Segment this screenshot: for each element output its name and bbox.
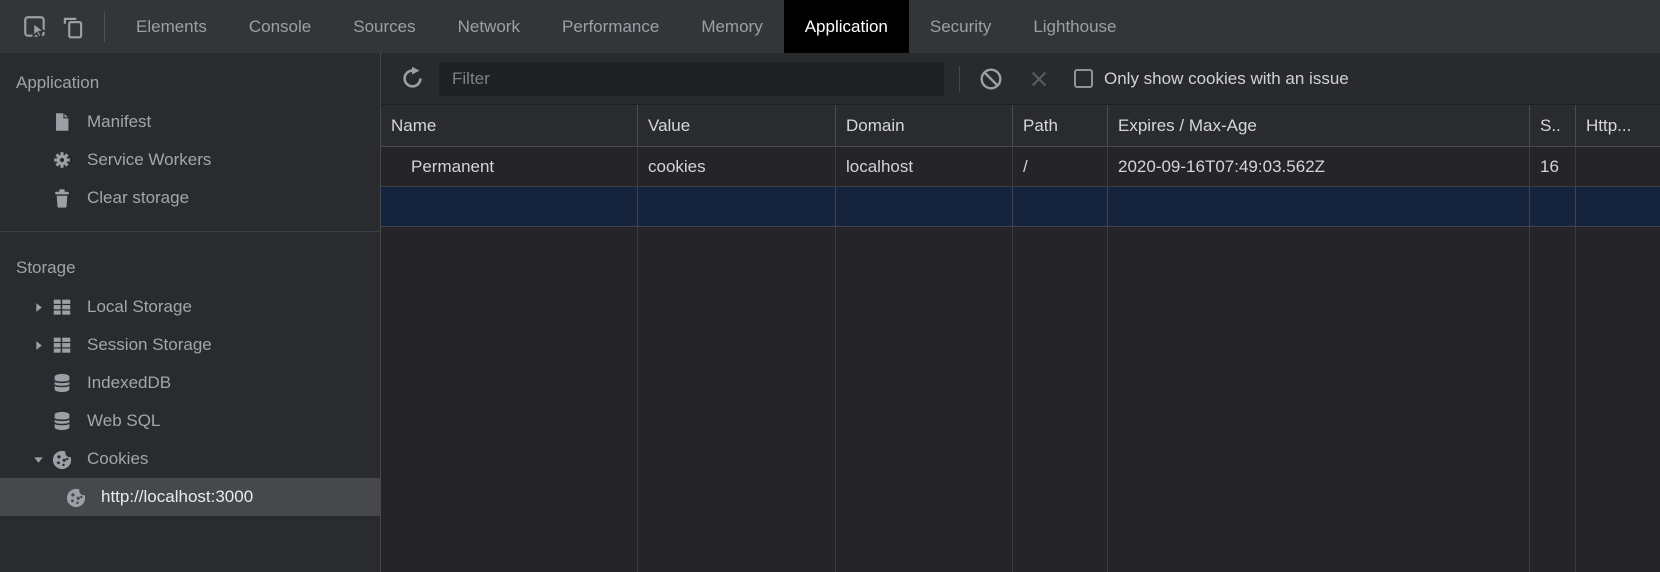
tab-performance[interactable]: Performance	[561, 16, 660, 36]
cookie-cell-expires[interactable]: 2020-09-16T07:49:03.562Z	[1108, 147, 1530, 187]
sidebar-item-label: Cookies	[87, 449, 149, 468]
trash-icon	[50, 186, 74, 210]
cookie-icon	[64, 485, 88, 509]
sidebar-item-service-workers[interactable]: Service Workers	[0, 141, 380, 179]
empty-table-area	[1013, 227, 1108, 572]
selected-row-cell[interactable]	[1576, 187, 1660, 227]
cookie-cell-httponly[interactable]	[1576, 147, 1660, 187]
selected-row-cell[interactable]	[381, 187, 638, 227]
arrow-spacer	[26, 148, 50, 172]
empty-table-area	[381, 227, 638, 572]
delete-selected-icon[interactable]	[1020, 60, 1058, 98]
tab-sources[interactable]: Sources	[353, 16, 416, 36]
sidebar-item-label: Service Workers	[87, 150, 212, 169]
sidebar-item-local-storage[interactable]: Local Storage	[0, 288, 380, 326]
arrow-spacer	[26, 110, 50, 134]
cookie-cell-domain[interactable]: localhost	[836, 147, 1013, 187]
device-toolbar-icon[interactable]	[54, 8, 92, 46]
sidebar-item-session-storage[interactable]: Session Storage	[0, 326, 380, 364]
column-header-domain[interactable]: Domain	[836, 105, 1013, 147]
column-header-expires[interactable]: Expires / Max-Age	[1108, 105, 1530, 147]
arrow-spacer	[26, 186, 50, 210]
empty-table-area	[638, 227, 836, 572]
sidebar-item-web-sql[interactable]: Web SQL	[0, 402, 380, 440]
application-sidebar: Application Manifest	[0, 53, 381, 572]
sidebar-item-manifest[interactable]: Manifest	[0, 103, 380, 141]
chevron-right-icon[interactable]	[26, 295, 50, 319]
only-issue-checkbox-label: Only show cookies with an issue	[1104, 68, 1349, 88]
document-icon	[50, 110, 74, 134]
cookie-cell-path[interactable]: /	[1013, 147, 1108, 187]
arrow-spacer	[26, 409, 50, 433]
database-icon	[50, 409, 74, 433]
column-header-size[interactable]: S..	[1530, 105, 1576, 147]
sidebar-item-indexeddb[interactable]: IndexedDB	[0, 364, 380, 402]
cookie-icon	[50, 447, 74, 471]
sidebar-item-label: Manifest	[87, 112, 152, 131]
section-title-storage: Storage	[16, 258, 76, 277]
sidebar-item-label: Local Storage	[87, 297, 192, 316]
cookie-cell-value[interactable]: cookies	[638, 147, 836, 187]
selected-row-cell[interactable]	[1108, 187, 1530, 227]
empty-table-area	[1530, 227, 1576, 572]
empty-table-area	[1108, 227, 1530, 572]
sidebar-item-cookies-localhost-3000[interactable]: http://localhost:3000	[0, 478, 380, 516]
selected-row-cell[interactable]	[1013, 187, 1108, 227]
cookies-table: Name Value Domain Path Expires / Max-Age…	[381, 105, 1660, 572]
chevron-down-icon[interactable]	[26, 447, 50, 471]
sidebar-item-clear-storage[interactable]: Clear storage	[0, 179, 380, 217]
column-header-name[interactable]: Name	[381, 105, 638, 147]
selected-row-cell[interactable]	[638, 187, 836, 227]
chevron-right-icon[interactable]	[26, 333, 50, 357]
cookie-cell-size[interactable]: 16	[1530, 147, 1576, 187]
sidebar-item-label: Web SQL	[87, 411, 161, 430]
column-header-path[interactable]: Path	[1013, 105, 1108, 147]
tab-elements[interactable]: Elements	[136, 16, 207, 36]
toolbar-separator	[959, 65, 960, 92]
tab-security[interactable]: Security	[929, 16, 992, 36]
tab-memory[interactable]: Memory	[701, 16, 763, 36]
sidebar-divider	[0, 231, 380, 232]
only-issue-checkbox[interactable]	[1074, 69, 1093, 88]
cookies-pane: Only show cookies with an issue Name Val…	[381, 53, 1660, 572]
arrow-spacer	[26, 371, 50, 395]
devtools-tabs: Elements Console Sources Network Perform…	[115, 0, 1138, 53]
sidebar-item-cookies[interactable]: Cookies	[0, 440, 380, 478]
refresh-icon[interactable]	[393, 60, 431, 98]
tab-application[interactable]: Application	[783, 0, 909, 53]
tab-console[interactable]: Console	[248, 16, 312, 36]
sidebar-item-label: IndexedDB	[87, 373, 172, 392]
section-title-application: Application	[16, 73, 100, 92]
gear-icon	[50, 148, 74, 172]
column-header-value[interactable]: Value	[638, 105, 836, 147]
sidebar-item-label: http://localhost:3000	[101, 487, 254, 506]
tab-network[interactable]: Network	[457, 16, 520, 36]
empty-table-area	[1576, 227, 1660, 572]
selected-row-cell[interactable]	[836, 187, 1013, 227]
table-icon	[50, 295, 74, 319]
database-icon	[50, 371, 74, 395]
clear-all-cookies-icon[interactable]	[972, 60, 1010, 98]
inspect-element-icon[interactable]	[16, 8, 54, 46]
sidebar-item-label: Session Storage	[87, 335, 212, 354]
column-header-httponly[interactable]: Http...	[1576, 105, 1660, 147]
tabbar-icons	[0, 0, 115, 53]
table-icon	[50, 333, 74, 357]
tab-lighthouse[interactable]: Lighthouse	[1033, 16, 1117, 36]
cookies-toolbar: Only show cookies with an issue	[381, 53, 1660, 105]
selected-row-cell[interactable]	[1530, 187, 1576, 227]
devtools-tabbar: Elements Console Sources Network Perform…	[0, 0, 1660, 53]
filter-input[interactable]	[439, 61, 944, 96]
tabbar-separator	[104, 11, 105, 42]
cookie-cell-name[interactable]: Permanent	[381, 147, 638, 187]
empty-table-area	[836, 227, 1013, 572]
sidebar-item-label: Clear storage	[87, 188, 190, 207]
